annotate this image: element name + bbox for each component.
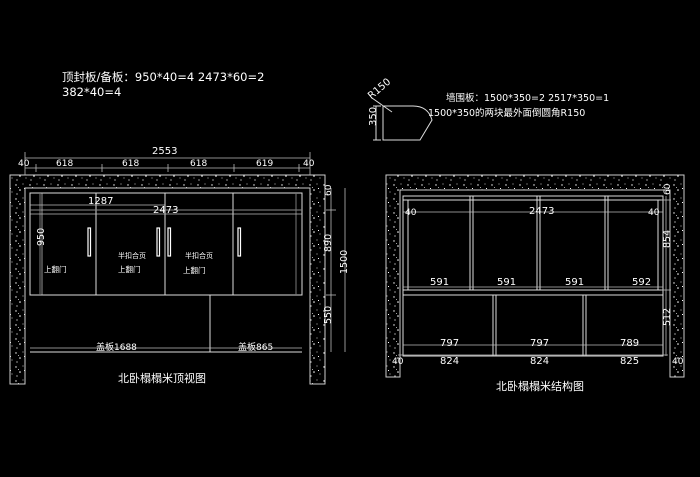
left-seg-2: 618: [122, 159, 139, 169]
left-wall-band: [9, 174, 326, 385]
left-height-890: 890: [323, 234, 334, 252]
right-lower-width-2: 797: [530, 338, 549, 349]
left-height-950: 950: [36, 228, 47, 246]
left-view-title: 北卧榻榻米顶视图: [118, 371, 206, 385]
left-inner-length-2: 2473: [153, 205, 178, 216]
top-panel-note: 顶封板/备板：950*40=4 2473*60=2 382*40=4: [62, 70, 264, 100]
right-height-512: 512: [662, 308, 673, 326]
right-bottom-width-1: 824: [440, 356, 459, 367]
left-inner-length-1: 1287: [88, 196, 113, 207]
left-overall-height: 1500: [339, 250, 350, 274]
handle-icon: [87, 227, 92, 257]
right-top-length: 2473: [529, 206, 554, 217]
right-lower-width-3: 789: [620, 338, 639, 349]
top-panel-note-line1: 顶封板/备板：950*40=4 2473*60=2: [62, 70, 265, 84]
corner-detail-shape: [382, 105, 433, 141]
right-upper-width-3: 591: [565, 277, 584, 288]
right-upper-width-4: 592: [632, 277, 651, 288]
left-seg-3: 618: [190, 159, 207, 169]
right-view: 40 40 2473 591 591 591 592 797 797 789 4…: [385, 174, 685, 393]
wall-panel-note-line1: 墙围板：1500*350=2 2517*350=1: [446, 92, 609, 104]
left-seg-4: 619: [256, 159, 273, 169]
right-dimension-lines: [398, 196, 671, 356]
handle-icon: [156, 227, 161, 257]
right-bottom-width-3: 825: [620, 356, 639, 367]
hinge-label-2: 半扣合页: [185, 251, 213, 260]
right-bottom-width-2: 824: [530, 356, 549, 367]
cover-label-2: 盖板865: [238, 341, 273, 353]
corner-radius-label: R150: [366, 77, 393, 102]
right-upper-width-1: 591: [430, 277, 449, 288]
right-wall-band: [385, 174, 685, 378]
right-side-right: 40: [648, 208, 660, 218]
right-side-left: 40: [405, 208, 417, 218]
left-total-width: 2553: [152, 146, 177, 157]
right-view-title: 北卧榻榻米结构图: [496, 379, 584, 393]
left-seg-1: 618: [56, 159, 73, 169]
left-height-550: 550: [323, 306, 334, 324]
left-door-handles: [87, 227, 242, 257]
left-top-dimension: [24, 152, 311, 175]
left-height-60: 60: [324, 184, 334, 196]
right-bottom-end-right: 40: [672, 357, 684, 367]
left-height-dimensions: [41, 188, 346, 352]
top-panel-note-line2: 382*40=4: [62, 85, 122, 99]
left-seg-0: 40: [18, 159, 30, 169]
door-label-2: 上翻门: [118, 265, 141, 274]
cover-label-1: 盖板1688: [96, 341, 137, 353]
right-bottom-end-left: 40: [392, 357, 404, 367]
right-structure-lines: [402, 195, 664, 357]
handle-icon: [237, 227, 242, 257]
left-seg-5: 40: [303, 159, 315, 169]
right-lower-width-1: 797: [440, 338, 459, 349]
hinge-label-1: 半扣合页: [118, 251, 146, 260]
left-inner-dimensions: [30, 204, 302, 215]
handle-icon: [167, 227, 172, 257]
corner-height-label: 350: [368, 107, 379, 126]
right-height-854: 854: [662, 230, 673, 248]
corner-detail: [371, 97, 433, 141]
door-label-3: 上翻门: [183, 266, 206, 275]
wall-panel-note-line2: 1500*350的两块最外面倒圆角R150: [428, 107, 585, 119]
left-view: 2553 40 618 618 618 619 40: [9, 146, 350, 385]
right-height-60: 60: [663, 183, 673, 195]
door-label-1: 上翻门: [44, 265, 67, 274]
left-cabinet-lines: [29, 192, 303, 353]
right-upper-width-2: 591: [497, 277, 516, 288]
